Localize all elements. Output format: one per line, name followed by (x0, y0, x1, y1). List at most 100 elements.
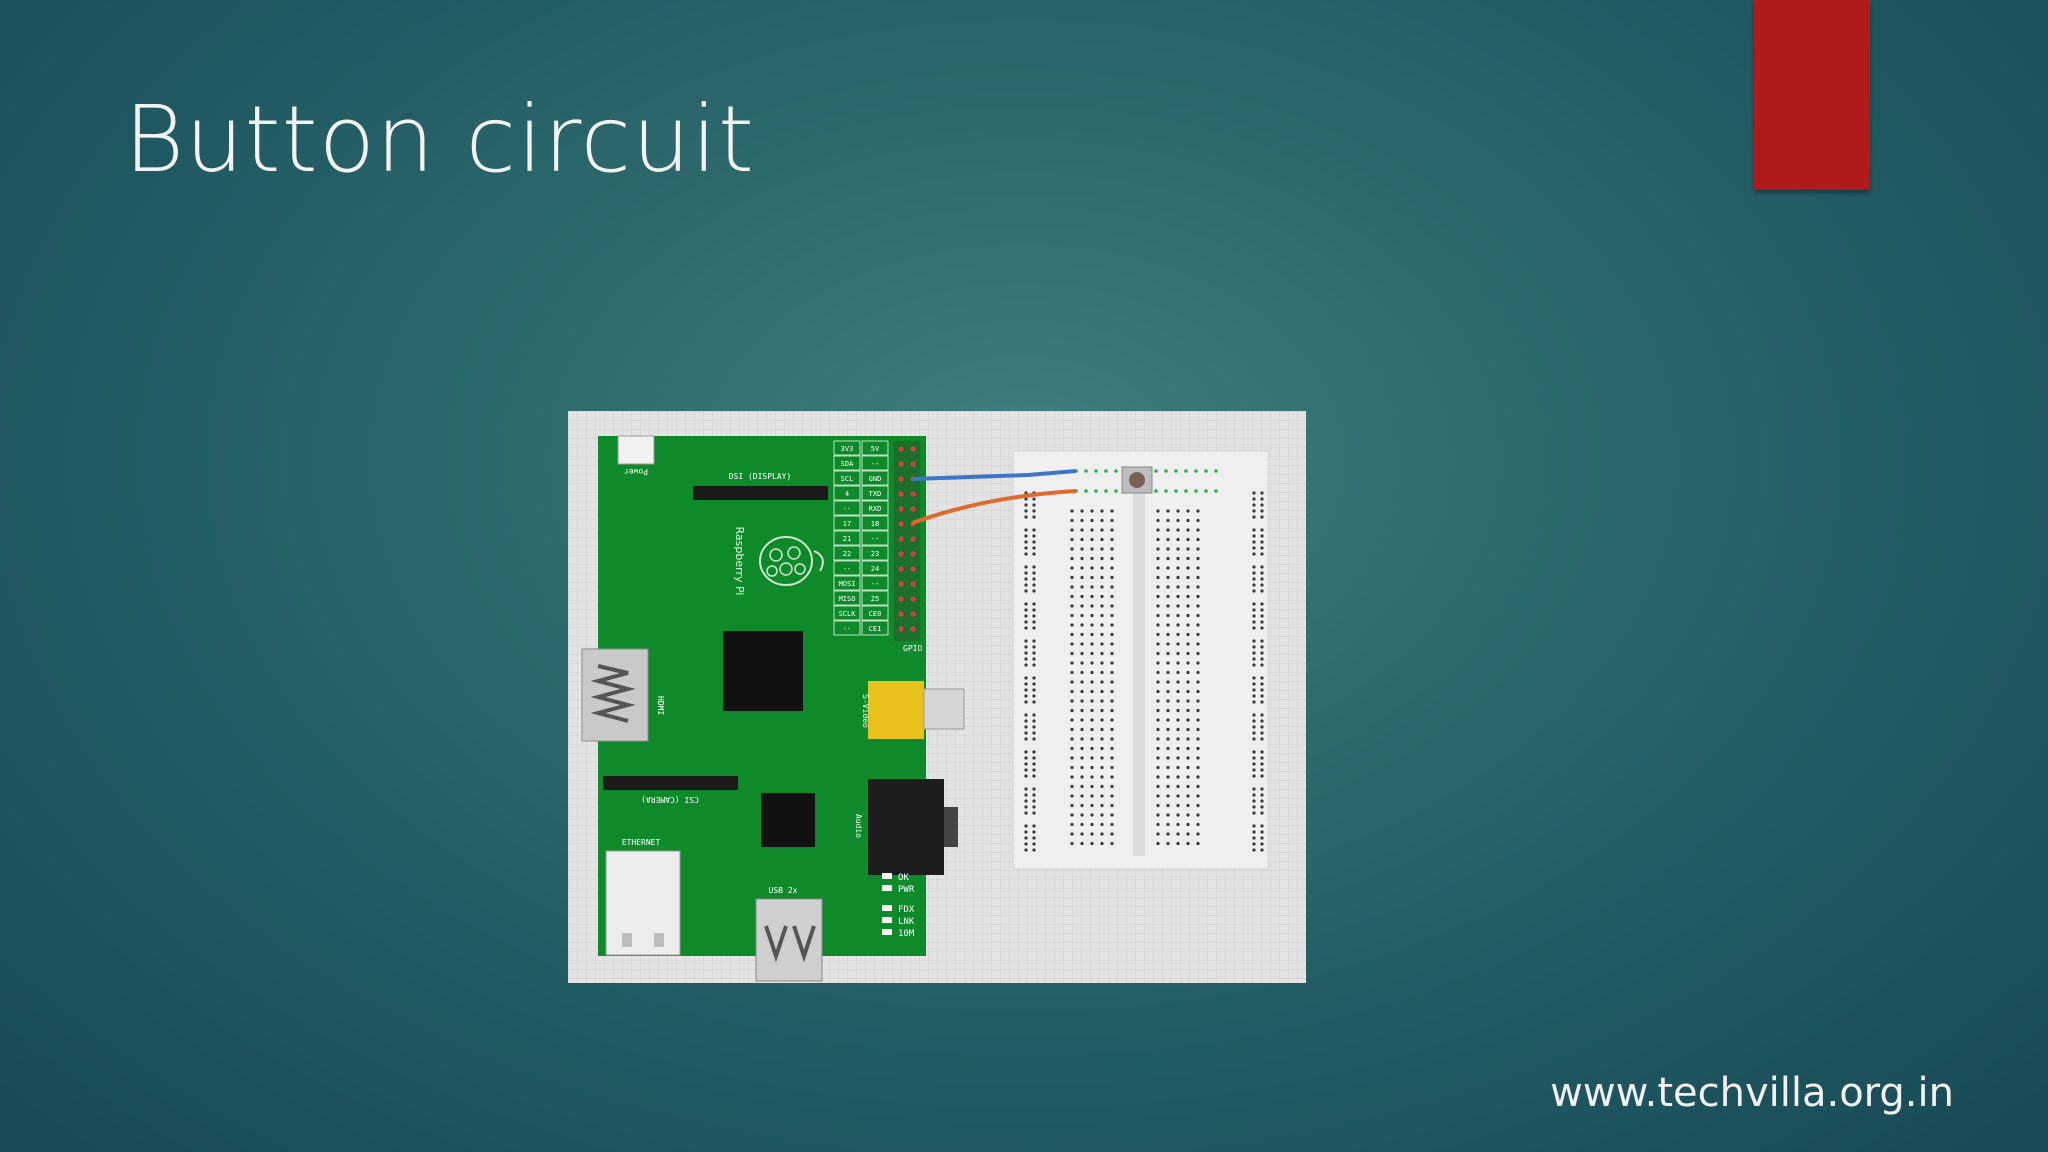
breadboard-hole (1100, 803, 1104, 808)
breadboard-hole-active (1204, 489, 1208, 493)
breadboard-hole (1260, 799, 1264, 803)
breadboard-hole (1176, 775, 1180, 779)
breadboard-hole (1196, 594, 1200, 599)
breadboard-hole (1196, 604, 1200, 608)
breadboard-hole (1186, 680, 1190, 684)
breadboard-hole (1186, 737, 1190, 741)
breadboard-hole (1186, 623, 1190, 627)
breadboard-hole (1070, 556, 1074, 561)
breadboard-hole (1080, 594, 1084, 599)
gpio-pin-label: MISO (839, 595, 856, 603)
breadboard-hole (1110, 680, 1114, 684)
breadboard-hole (1032, 577, 1036, 581)
breadboard-hole (1090, 775, 1094, 779)
breadboard-hole (1024, 731, 1028, 735)
breadboard-hole (1176, 651, 1180, 656)
breadboard-hole (1032, 725, 1036, 729)
breadboard-hole (1196, 680, 1200, 684)
gpio-pin (898, 611, 904, 617)
gpio-pin (910, 536, 916, 542)
gpio-pin (910, 626, 916, 632)
breadboard-hole (1110, 841, 1114, 846)
breadboard-hole (1032, 688, 1036, 692)
breadboard-hole (1196, 727, 1200, 732)
breadboard-hole (1186, 784, 1190, 789)
breadboard-hole (1024, 503, 1028, 507)
breadboard-hole (1110, 547, 1114, 551)
breadboard-hole (1090, 832, 1094, 836)
breadboard-hole (1176, 756, 1180, 760)
breadboard-hole (1252, 497, 1256, 501)
breadboard-hole (1260, 515, 1264, 519)
audio-jack (868, 779, 944, 875)
breadboard-hole (1260, 700, 1264, 704)
breadboard-hole (1166, 803, 1170, 808)
breadboard-hole (1252, 577, 1256, 581)
breadboard-hole (1166, 613, 1170, 618)
breadboard-hole (1176, 547, 1180, 551)
gpio-pin-label: -- (843, 625, 851, 633)
breadboard-hole (1024, 700, 1028, 704)
breadboard-hole (1070, 699, 1074, 703)
breadboard-hole (1032, 713, 1036, 717)
breadboard-hole (1166, 537, 1170, 542)
breadboard-hole (1024, 540, 1028, 544)
breadboard-hole (1110, 708, 1114, 713)
composite-video-jack (868, 681, 924, 739)
breadboard-hole (1156, 632, 1160, 637)
breadboard-hole (1252, 589, 1256, 593)
breadboard-hole (1032, 583, 1036, 587)
breadboard-hole (1186, 528, 1190, 532)
breadboard-hole (1070, 566, 1074, 570)
breadboard-hole (1080, 651, 1084, 656)
breadboard-hole (1196, 642, 1200, 646)
breadboard-hole (1080, 765, 1084, 770)
breadboard-hole (1176, 613, 1180, 618)
breadboard-hole (1186, 841, 1190, 846)
breadboard-hole (1032, 793, 1036, 797)
breadboard-hole (1032, 565, 1036, 569)
led-label: FDX (898, 905, 915, 915)
gpio-pin-label: 24 (871, 565, 879, 573)
led-label: OK (898, 873, 909, 883)
breadboard-hole (1100, 537, 1104, 542)
breadboard-hole-active (1214, 489, 1218, 493)
breadboard-hole (1024, 750, 1028, 754)
led (882, 873, 892, 879)
breadboard-hole (1252, 565, 1256, 569)
breadboard-hole (1024, 787, 1028, 791)
breadboard-hole (1090, 689, 1094, 694)
breadboard-hole (1260, 811, 1264, 815)
gpio-pin-label: GND (869, 475, 882, 483)
breadboard-hole (1110, 528, 1114, 532)
breadboard-hole (1070, 613, 1074, 618)
breadboard-hole (1110, 594, 1114, 599)
breadboard-hole (1024, 552, 1028, 556)
breadboard-hole (1186, 822, 1190, 827)
breadboard-hole (1080, 632, 1084, 637)
breadboard-hole (1186, 689, 1190, 694)
breadboard-hole (1252, 528, 1256, 532)
breadboard-hole (1032, 571, 1036, 575)
breadboard-hole (1110, 689, 1114, 694)
gpio-label: GPIO (903, 644, 922, 653)
breadboard-hole (1100, 547, 1104, 551)
breadboard-hole (1252, 731, 1256, 735)
breadboard-hole (1156, 765, 1160, 770)
breadboard-hole (1252, 540, 1256, 544)
breadboard-hole (1176, 556, 1180, 561)
led-label: PWR (898, 885, 915, 895)
breadboard-hole (1260, 688, 1264, 692)
gpio-pin (898, 476, 904, 482)
breadboard-hole (1166, 509, 1170, 513)
breadboard-hole (1032, 842, 1036, 846)
breadboard-hole (1090, 737, 1094, 741)
breadboard-hole (1070, 803, 1074, 808)
breadboard-hole (1090, 566, 1094, 570)
breadboard-hole (1080, 746, 1084, 751)
gpio-pin-label: -- (871, 580, 879, 588)
breadboard-hole (1176, 689, 1180, 694)
breadboard-hole (1080, 528, 1084, 532)
